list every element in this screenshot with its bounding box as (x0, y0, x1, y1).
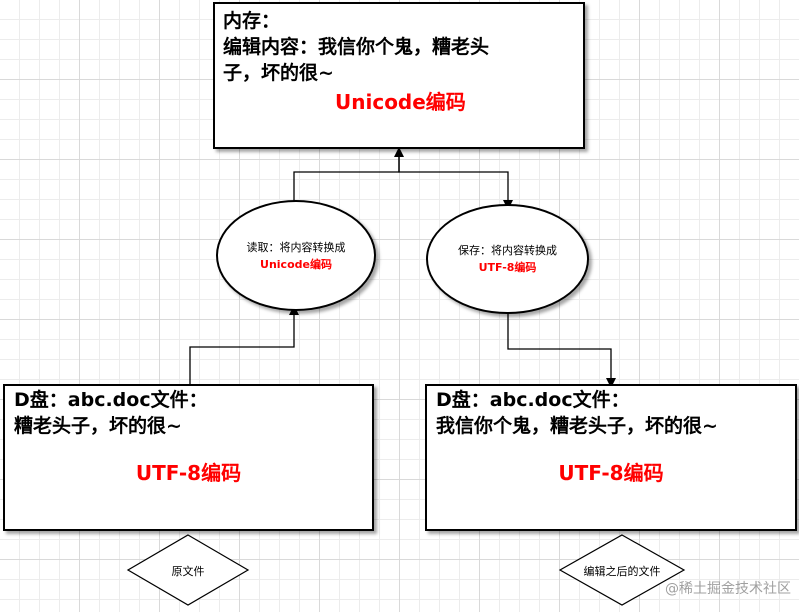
memory-content-line1: 编辑内容：我信你个鬼，糟老头 (223, 36, 490, 58)
left-file-box: D盘：abc.doc文件： 糟老头子，坏的很~ UTF-8编码 (3, 384, 374, 531)
left-diamond-label: 原文件 (171, 565, 205, 578)
connector-save-to-file (507, 312, 616, 388)
memory-content-line2: 子，坏的很~ (223, 62, 334, 84)
right-file-title: D盘：abc.doc文件： (436, 389, 630, 411)
right-file-encoding: UTF-8编码 (558, 461, 664, 485)
memory-title: 内存： (223, 10, 281, 32)
connector-read-to-memory (293, 147, 404, 202)
right-file-box: D盘：abc.doc文件： 我信你个鬼，糟老头子，坏的很~ UTF-8编码 (425, 384, 797, 531)
right-diamond-shape (558, 534, 686, 606)
watermark: @稀土掘金技术社区 (665, 581, 791, 597)
left-file-title: D盘：abc.doc文件： (14, 389, 208, 411)
read-label: 读取：将内容转换成 (246, 240, 346, 254)
save-ellipse: 保存：将内容转换成 UTF-8编码 (426, 204, 589, 314)
connector-file-to-read (189, 305, 299, 385)
right-diamond-label: 编辑之后的文件 (583, 565, 661, 578)
memory-box: 内存： 编辑内容：我信你个鬼，糟老头 子，坏的很~ Unicode编码 (213, 2, 585, 149)
left-diamond-shape (126, 534, 250, 606)
connector-memory-to-save (398, 152, 513, 210)
save-label: 保存：将内容转换成 (458, 244, 557, 257)
left-file-encoding: UTF-8编码 (135, 461, 242, 485)
left-file-content: 糟老头子，坏的很~ (14, 415, 182, 437)
read-ellipse: 读取：将内容转换成 Unicode编码 (216, 200, 376, 311)
right-file-content: 我信你个鬼，糟老头子，坏的很~ (436, 415, 718, 437)
memory-encoding: Unicode编码 (335, 90, 466, 114)
read-encoding: Unicode编码 (260, 257, 332, 271)
save-encoding: UTF-8编码 (478, 261, 537, 274)
